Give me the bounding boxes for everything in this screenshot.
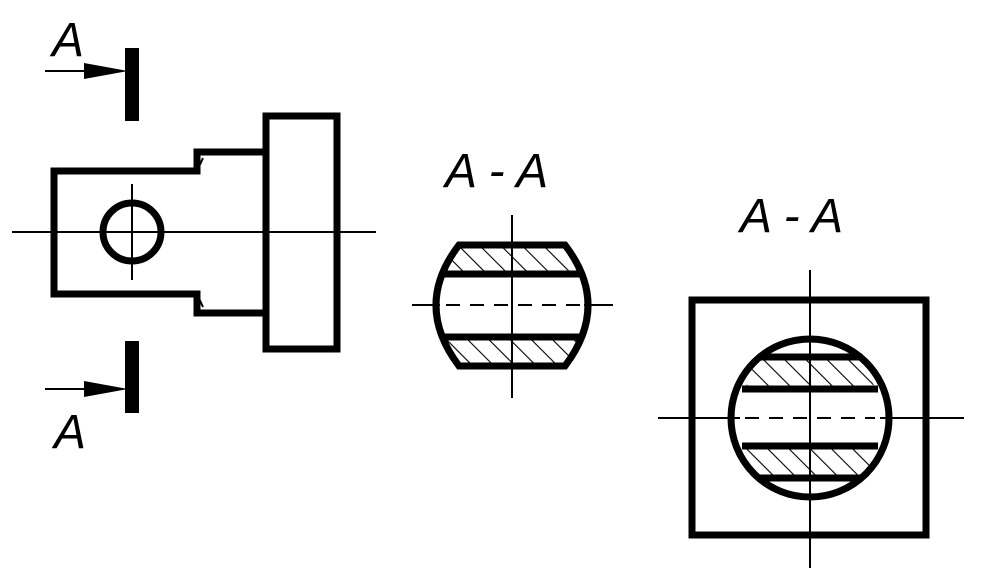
cutting-plane-top-bar bbox=[125, 48, 139, 121]
cutting-plane-bottom-bar bbox=[125, 341, 139, 413]
cutting-plane-top: A bbox=[45, 14, 139, 121]
section-2-title: A - A bbox=[737, 190, 843, 243]
cutting-plane-top-arrowhead bbox=[84, 63, 128, 79]
cutting-plane-bottom-arrowhead bbox=[84, 381, 128, 397]
part-view bbox=[12, 112, 376, 353]
cutting-plane-top-label: A bbox=[49, 14, 84, 67]
cutting-plane-bottom-label: A bbox=[51, 406, 86, 459]
section-view-2: A - A bbox=[658, 190, 964, 568]
neck-step-line-bottom bbox=[196, 293, 204, 308]
neck-step-line-top bbox=[196, 157, 204, 172]
cutting-plane-bottom: A bbox=[45, 341, 139, 459]
section-view-1: A - A bbox=[412, 145, 613, 398]
section-1-title: A - A bbox=[442, 145, 548, 198]
